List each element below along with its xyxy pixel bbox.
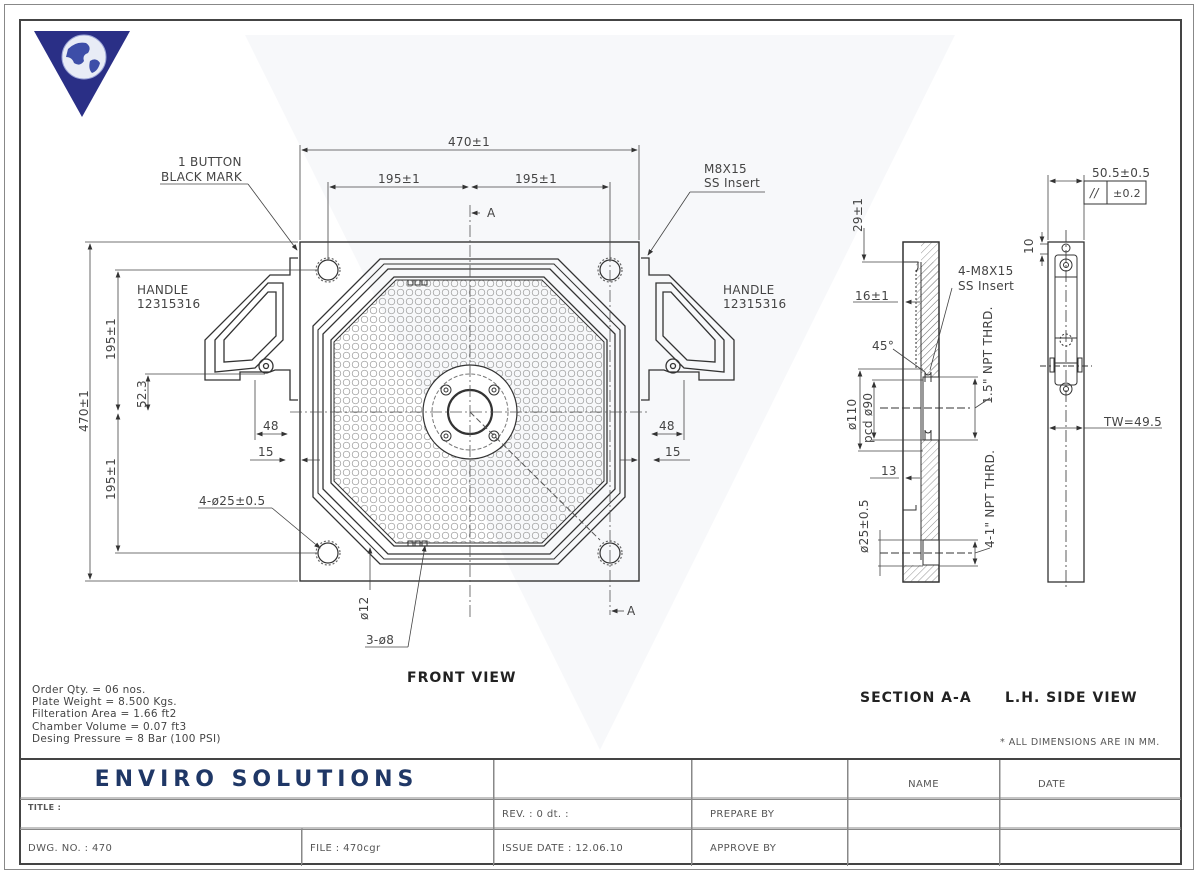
- approve-by-name[interactable]: [848, 830, 1000, 866]
- dim-port-dia: ø12: [357, 596, 371, 620]
- thread-center: 1.5" NPT THRD.: [981, 306, 995, 404]
- dim-pcd: pcd ø90: [861, 392, 875, 443]
- handle-right: [641, 257, 735, 401]
- callout-insert-line2: SS Insert: [704, 176, 761, 190]
- dim-half-right: 195±1: [515, 172, 558, 186]
- dim-corner-holes: 4-ø25±0.5: [199, 494, 266, 508]
- dim-handle-15-left: 15: [258, 445, 274, 459]
- note-chamber-volume: Chamber Volume = 0.07 ft3: [32, 720, 187, 733]
- title-block: ENVIRO SOLUTIONS TITLE : DWG. NO. : 470 …: [20, 758, 1181, 866]
- dim-port-holes: 3-ø8: [366, 633, 395, 647]
- approve-by-label: APPROVE BY: [692, 830, 848, 866]
- callout-handle-left-line1: HANDLE: [137, 283, 189, 297]
- side-view-title: L.H. SIDE VIEW: [1005, 690, 1138, 706]
- callout-button-line2: BLACK MARK: [161, 170, 243, 184]
- revision: REV. : 0 dt. :: [494, 800, 692, 830]
- inner-border: [19, 19, 1182, 865]
- callout-button-line1: 1 BUTTON: [178, 155, 242, 169]
- note-filtration-area: Filteration Area = 1.66 ft2: [32, 708, 177, 721]
- dim-corner-dia: ø25±0.5: [857, 499, 871, 553]
- dim-tw: TW=49.5: [1104, 415, 1163, 429]
- dim-half-bottom: 195±1: [104, 457, 118, 500]
- dim-top-gap: 10: [1022, 238, 1036, 254]
- dim-side-width: 50.5±0.5: [1092, 166, 1151, 180]
- globe-triangle-logo: [34, 31, 130, 117]
- prepare-by-label: PREPARE BY: [692, 800, 848, 830]
- callout-handle-right-line1: HANDLE: [723, 283, 775, 297]
- prepare-by-date[interactable]: [1000, 800, 1181, 830]
- dim-handle-offset: 52.3: [135, 380, 149, 408]
- empty-cell-2: [692, 760, 848, 800]
- front-view-plate: [290, 205, 650, 620]
- file-name: FILE : 470cgr: [302, 830, 494, 866]
- dim-depth: 16±1: [855, 289, 890, 303]
- approve-by-date[interactable]: [1000, 830, 1181, 866]
- section-marker-bottom: A: [627, 604, 636, 618]
- empty-cell-1: [494, 760, 692, 800]
- section-marker-top: A: [487, 206, 496, 220]
- note-design-pressure: Desing Pressure = 8 Bar (100 PSI): [32, 732, 221, 745]
- outer-border: [4, 4, 1194, 870]
- issue-date: ISSUE DATE : 12.06.10: [494, 830, 692, 866]
- callout-insert-line1: M8X15: [704, 162, 747, 176]
- dim-handle-48-left: 48: [263, 419, 279, 433]
- name-header: NAME: [848, 760, 1000, 800]
- note-plate-weight: Plate Weight = 8.500 Kgs.: [32, 696, 177, 709]
- thread-corner: 4-1" NPT THRD.: [983, 449, 997, 548]
- dim-angle: 45°: [872, 339, 895, 353]
- parallelism-symbol: //: [1090, 186, 1099, 200]
- dim-handle-48-right: 48: [659, 419, 675, 433]
- note-order-qty: Order Qty. = 06 nos.: [32, 684, 146, 696]
- dim-overall-height: 470±1: [77, 389, 91, 432]
- dim-half-top: 195±1: [104, 317, 118, 360]
- section-a-a-view: [853, 228, 991, 583]
- dwg-number: DWG. NO. : 470: [20, 830, 302, 866]
- section-view-title: SECTION A-A: [860, 690, 972, 706]
- callout-handle-left-line2: 12315316: [137, 297, 201, 311]
- parallelism-tolerance: ±0.2: [1113, 187, 1141, 200]
- title-label: TITLE :: [20, 800, 494, 830]
- front-view-title: FRONT VIEW: [407, 670, 517, 686]
- prepare-by-name[interactable]: [848, 800, 1000, 830]
- callout-inserts-line1: 4-M8X15: [958, 264, 1014, 278]
- handle-left: [204, 257, 298, 401]
- callout-inserts-line2: SS Insert: [958, 279, 1015, 293]
- date-header: DATE: [1000, 760, 1181, 800]
- dim-recess: 13: [881, 464, 897, 478]
- specification-notes: Order Qty. = 06 nos. Plate Weight = 8.50…: [32, 684, 221, 745]
- dim-outer-dia: ø110: [845, 398, 859, 430]
- dim-top-offset: 29±1: [851, 197, 865, 232]
- dim-overall-width: 470±1: [448, 135, 491, 149]
- dimension-note: * ALL DIMENSIONS ARE IN MM.: [1000, 737, 1160, 748]
- callout-handle-right-line2: 12315316: [723, 297, 787, 311]
- dim-handle-15-right: 15: [665, 445, 681, 459]
- lh-side-view: [1039, 175, 1162, 590]
- company-name: ENVIRO SOLUTIONS: [20, 760, 494, 800]
- dim-half-left: 195±1: [378, 172, 421, 186]
